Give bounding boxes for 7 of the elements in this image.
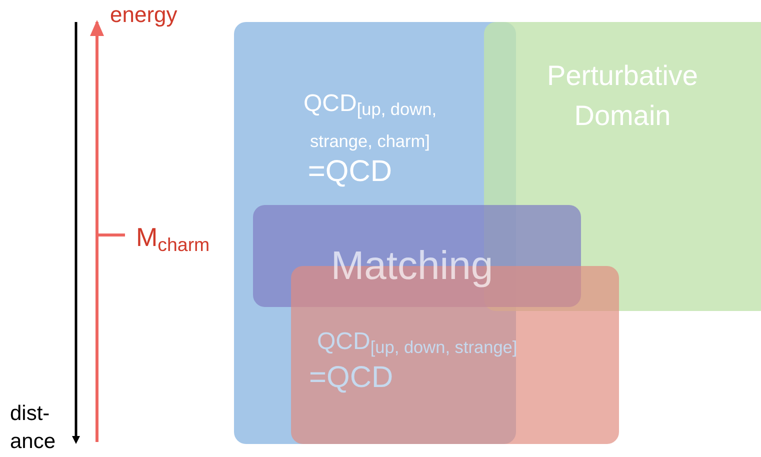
region-label: =QCD — [309, 360, 394, 396]
region-label: QCD$_{[up, down, strange]}$ — [317, 327, 518, 358]
region-label: Perturbative Domain — [546, 59, 699, 133]
axis-label: dist- ance — [10, 401, 57, 455]
tick-label: M$_{charm}$ — [136, 222, 210, 252]
region-label: =QCD — [308, 154, 392, 190]
axis-label: energy — [110, 2, 178, 28]
